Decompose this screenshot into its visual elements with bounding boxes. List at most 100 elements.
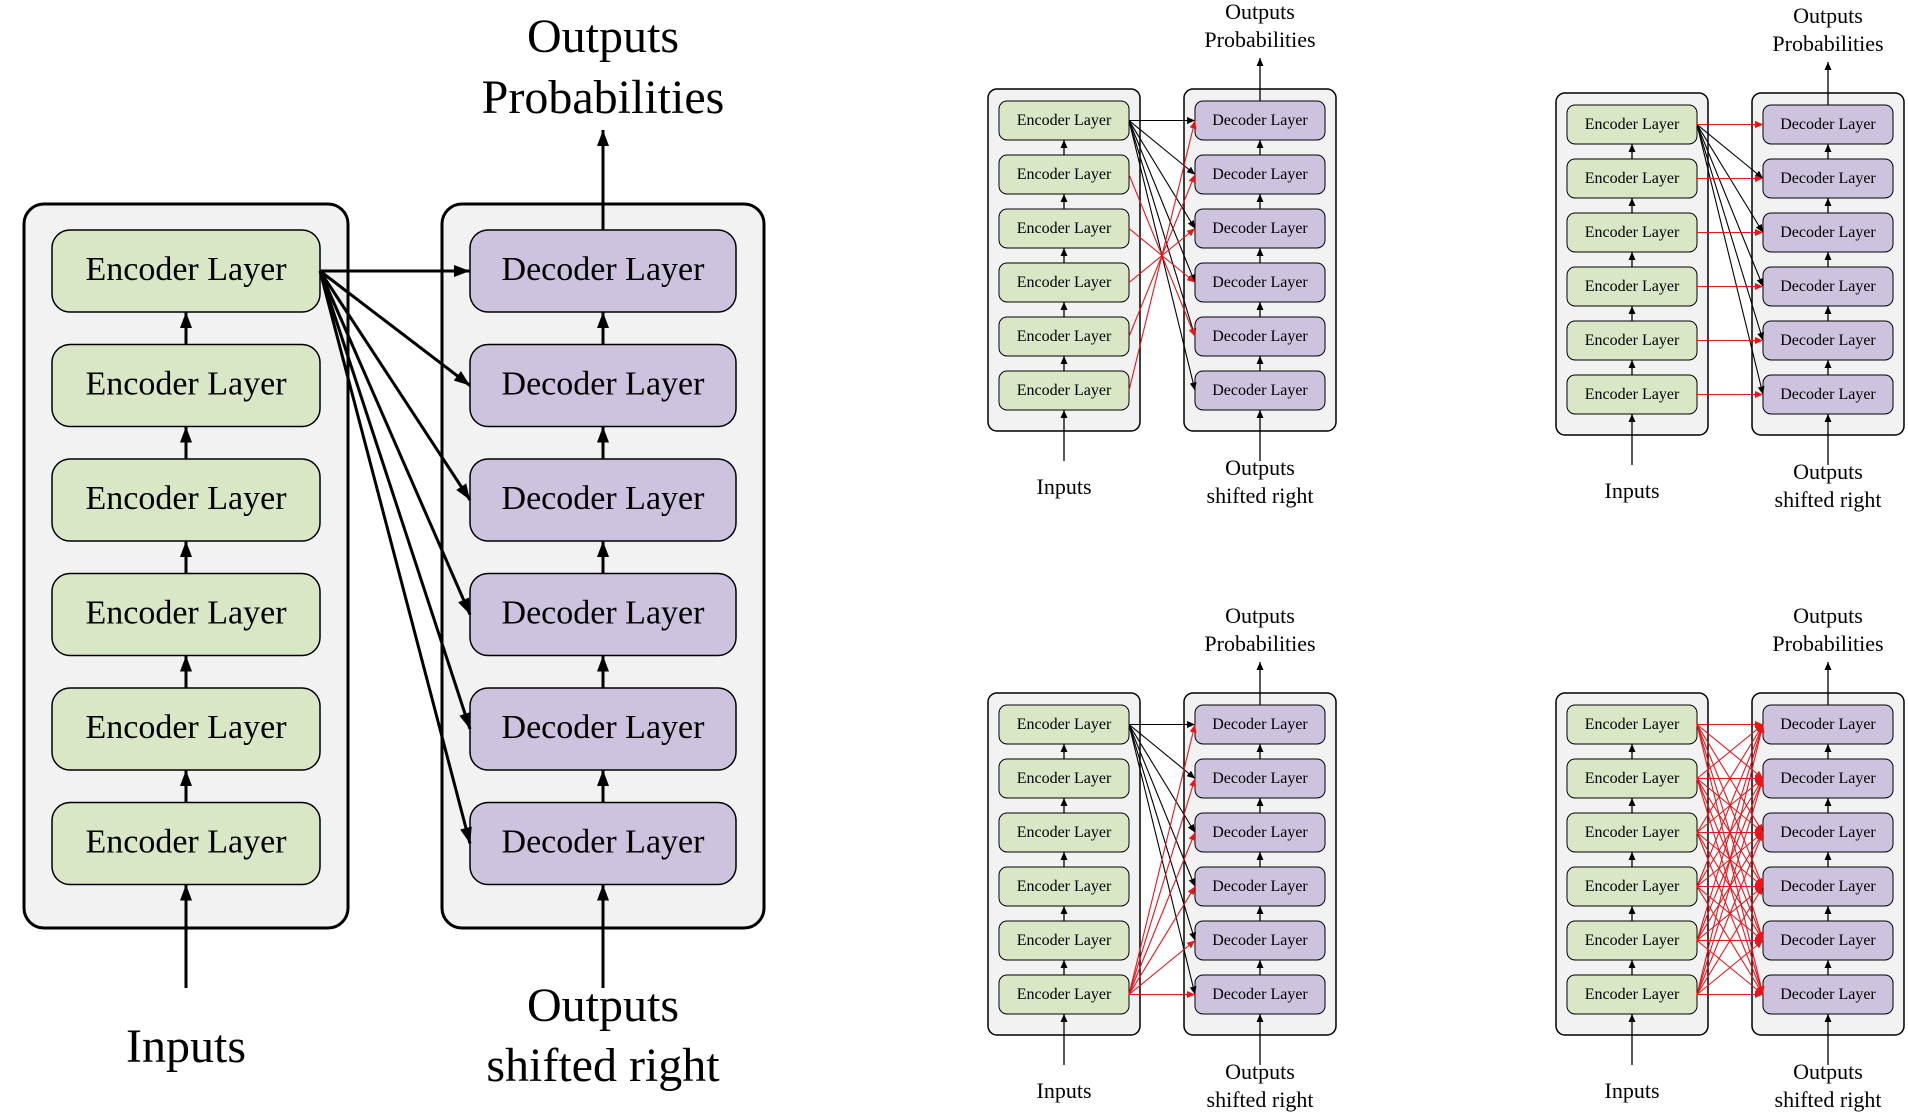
decoder-layer-label: Decoder Layer [1780,386,1876,403]
cross-connection-arrow [1128,120,1196,229]
outputs-probabilities-label-line2: Probabilities [1772,631,1883,656]
encoder-layer-label: Encoder Layer [1585,986,1680,1003]
outputs-probabilities-label-line1: Outputs [527,10,679,63]
cross-connections [1128,721,1197,998]
cross-connection-arrow [1696,886,1764,995]
inputs-label: Inputs [1605,1078,1660,1103]
outputs-probabilities-label-line2: Probabilities [1204,631,1315,656]
decoder-layer-label: Decoder Layer [1212,770,1308,787]
decoder-layer-label: Decoder Layer [1212,716,1308,733]
decoder-layer-label: Decoder Layer [1212,328,1308,345]
cross-connection-arrow [1128,832,1196,995]
decoder-layer-label: Decoder Layer [1212,382,1308,399]
cross-connection-arrow [1696,724,1764,833]
encoder-layer-label: Encoder Layer [1585,878,1680,895]
encoder-layer-label: Encoder Layer [1017,166,1112,183]
encoder-layer-label: Encoder Layer [1585,716,1680,733]
cross-connection-arrow [1696,724,1764,887]
encoder-layer-label: Encoder Layer [1585,116,1680,133]
cross-connection-arrow [318,270,472,730]
cross-connection-arrow [1696,124,1765,395]
encoder-layer-label: Encoder Layer [1585,332,1680,349]
decoder-layer-label: Decoder Layer [1212,878,1308,895]
outputs-shifted-label-line1: Outputs [1225,1059,1295,1084]
encoder-layer-label: Encoder Layer [1017,274,1112,291]
cross-connections [1128,117,1197,391]
encoder-layer-label: Encoder Layer [1017,986,1112,1003]
encoder-layer-label: Encoder Layer [1017,932,1112,949]
decoder-layer-label: Decoder Layer [1212,220,1308,237]
decoder-layer-label: Decoder Layer [502,594,706,631]
encoder-layer-label: Encoder Layer [1017,382,1112,399]
encoder-layer-label: Encoder Layer [85,365,287,402]
decoder-layer-label: Decoder Layer [1212,112,1308,129]
encoder-layer-label: Encoder Layer [1585,224,1680,241]
outputs-shifted-label-line1: Outputs [1793,459,1863,484]
encoder-layer-label: Encoder Layer [1017,770,1112,787]
decoder-layer-label: Decoder Layer [1780,824,1876,841]
inputs-label: Inputs [126,1020,246,1073]
outputs-probabilities-label-line1: Outputs [1793,603,1863,628]
outputs-shifted-label-line1: Outputs [527,979,679,1032]
decoder-layer-label: Decoder Layer [502,365,706,402]
decoder-layer-label: Decoder Layer [1780,278,1876,295]
cross-connection-arrow [1128,778,1197,995]
decoder-layer-label: Decoder Layer [1780,932,1876,949]
outputs-shifted-label-line1: Outputs [1793,1059,1863,1084]
decoder-layer-label: Decoder Layer [1212,932,1308,949]
cross-connection-arrow [1696,124,1764,287]
cross-connections [318,265,472,844]
encoder-layer-label: Encoder Layer [1585,824,1680,841]
cross-connection-arrow [1696,940,1764,995]
cross-connections [1696,121,1765,398]
encoder-layer-label: Encoder Layer [85,594,287,631]
decoder-layer-label: Decoder Layer [1780,332,1876,349]
inputs-label: Inputs [1037,1078,1092,1103]
decoder-layer-label: Decoder Layer [1780,716,1876,733]
outputs-shifted-label-line1: Outputs [1225,455,1295,480]
cross-connection-arrow [1128,940,1196,995]
decoder-layer-label: Decoder Layer [502,480,706,517]
encoder-layer-label: Encoder Layer [1017,824,1112,841]
decoder-layer-label: Decoder Layer [1780,986,1876,1003]
cross-connection-arrow [319,269,471,387]
decoder-layer-label: Decoder Layer [1780,878,1876,895]
outputs-probabilities-label-line1: Outputs [1225,603,1295,628]
cross-connection-arrow [1696,724,1765,995]
cross-connection-arrow [1128,120,1197,337]
decoder-layer-label: Decoder Layer [1780,224,1876,241]
decoder-layer-label: Decoder Layer [1212,166,1308,183]
inputs-label: Inputs [1037,474,1092,499]
decoder-layer-label: Decoder Layer [1780,770,1876,787]
cross-connection-arrow [1696,832,1764,995]
decoder-layer-label: Decoder Layer [502,823,706,860]
outputs-probabilities-label-line2: Probabilities [1204,27,1315,52]
cross-connection-arrow [1128,886,1196,995]
decoder-layer-label: Decoder Layer [1212,274,1308,291]
decoder-layer-label: Decoder Layer [1212,824,1308,841]
outputs-probabilities-label-line1: Outputs [1793,3,1863,28]
encoder-layer-label: Encoder Layer [1017,220,1112,237]
outputs-shifted-label-line2: shifted right [1775,1087,1882,1112]
encoder-layer-label: Encoder Layer [1017,716,1112,733]
cross-connection-arrow [318,270,472,844]
encoder-layer-label: Encoder Layer [85,823,287,860]
encoder-layer-label: Encoder Layer [85,251,287,288]
outputs-probabilities-label-line2: Probabilities [482,71,725,124]
cross-connections [1696,721,1765,998]
cross-connection-arrow [1696,724,1764,779]
cross-connection-arrow [1128,120,1196,283]
encoder-layer-label: Encoder Layer [1585,278,1680,295]
cross-connection-arrow [318,270,472,616]
encoder-layer-label: Encoder Layer [85,709,287,746]
decoder-layer-label: Decoder Layer [1780,116,1876,133]
decoder-layer-label: Decoder Layer [502,251,706,288]
encoder-layer-label: Encoder Layer [85,480,287,517]
cross-connection-arrow [1696,124,1764,179]
outputs-shifted-label-line2: shifted right [1207,483,1314,508]
cross-connection-arrow [1696,724,1765,941]
